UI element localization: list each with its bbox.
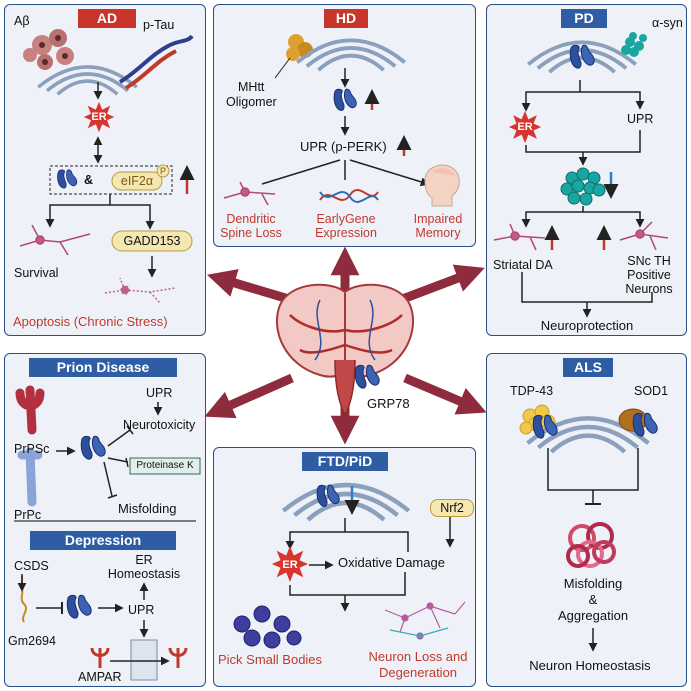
hd-dna-icon [319, 189, 379, 203]
pd-aggregate-icon [560, 167, 606, 206]
pd-asyn-label: α-syn [652, 16, 683, 30]
hd-dendrite-icon [223, 181, 276, 206]
grp78-label: GRP78 [367, 396, 410, 411]
depression-csds-label: CSDS [14, 559, 49, 573]
ftd-pick-bodies-icon [233, 605, 302, 649]
als-tdp43-label: TDP-43 [510, 384, 554, 398]
ad-grp78-icon [57, 169, 78, 189]
hd-dendritic-label: Dendritic [226, 212, 276, 226]
als-tag: ALS [563, 358, 613, 377]
ad-complex-box [49, 165, 173, 195]
ad-abeta-label: Aβ [14, 14, 30, 28]
prion-prpsc-label: PrPSc [14, 442, 50, 456]
pd-neuroprotection-label: Neuroprotection [540, 318, 634, 333]
depression-membrane [130, 639, 158, 681]
depression-gm2694-label: Gm2694 [8, 634, 56, 648]
hd-tag: HD [324, 9, 368, 28]
ftd-neuron-loss-line2: Degeneration [378, 665, 458, 680]
arrow-to-prion [204, 373, 294, 419]
ad-gadd153-label: GADD153 [123, 234, 181, 248]
depression-ampar-right-icon [168, 647, 188, 668]
ad-abeta-plaque-icon [23, 29, 74, 70]
als-ampersand: & [588, 592, 598, 607]
hd-grp78-icon [333, 88, 357, 111]
brain-image [275, 283, 415, 417]
prion-neurotoxicity-label: Neurotoxicity [123, 418, 196, 432]
prion-grp78-icon [80, 435, 106, 460]
prion-proteinase-box [129, 457, 201, 475]
als-homeostasis-label: Neuron Homeostasis [529, 658, 651, 673]
depression-ampar-label: AMPAR [78, 670, 122, 684]
ad-tag: AD [78, 9, 136, 28]
pd-striatal-label: Striatal DA [493, 258, 553, 272]
hd-head-icon [424, 164, 460, 207]
ad-apoptotic-neuron-icon [104, 277, 176, 304]
depression-tag: Depression [30, 531, 176, 550]
ftd-pick-label: Pick Small Bodies [218, 652, 323, 667]
als-grp78-right-icon [632, 412, 658, 437]
ad-er-label: ER [91, 111, 107, 123]
als-misfolding-label: Misfolding [563, 576, 623, 591]
hd-impaired-label: Impaired [413, 212, 463, 226]
hd-mhtt-oligomer-icon [274, 34, 313, 79]
hd-spine-label: Spine Loss [220, 226, 282, 240]
prion-depression-panel [4, 353, 206, 687]
hd-expression-label: Expression [315, 226, 377, 240]
als-sod1-label: SOD1 [634, 384, 669, 398]
ad-apoptosis-label: Apoptosis (Chronic Stress) [13, 314, 168, 329]
depression-upr-label: UPR [128, 603, 155, 617]
ad-gadd153-pill [111, 230, 193, 252]
hd-memory-label: Memory [415, 226, 461, 240]
ftd-neuron-loss-icon [384, 601, 466, 640]
arrow-to-pd [398, 264, 485, 305]
hd-upr-label: UPR (p-PERK) [300, 139, 387, 154]
depression-gm2694-strand [19, 576, 27, 623]
hd-earlygene-label: EarlyGene [316, 212, 376, 226]
ftd-neuron-loss-line1: Neuron Loss and [368, 649, 468, 664]
pd-upr-label: UPR [627, 112, 654, 126]
prion-prpsc-icon [15, 385, 45, 435]
pd-snc-line3: Neurons [625, 282, 673, 296]
depression-er-label: ER [135, 553, 153, 567]
prion-prpc-icon [17, 447, 43, 507]
hd-oligomer-label: Oligomer [226, 95, 277, 109]
pd-snc-line2: Positive [627, 268, 671, 282]
ftd-oxidative-label: Oxidative Damage [338, 555, 445, 570]
pd-snc-line1: SNc TH [627, 254, 671, 268]
ftd-er-label: ER [282, 559, 298, 571]
ad-ptau-label: p-Tau [143, 18, 175, 32]
prion-prpc-label: PrPc [14, 508, 42, 522]
ad-ampersand: & [84, 173, 94, 187]
prion-proteinase-label: Proteinase K [136, 460, 194, 471]
prion-tag: Prion Disease [29, 358, 177, 377]
arrow-to-als [403, 373, 487, 415]
depression-grp78-icon [66, 594, 92, 619]
depression-ampar-left-icon [90, 647, 110, 668]
depression-homeostasis-label: Homeostasis [107, 567, 181, 581]
prion-upr-label: UPR [146, 386, 173, 400]
arrow-to-ad [206, 269, 294, 305]
ad-phospho-label: P [159, 166, 166, 176]
prion-misfolding-label: Misfolding [118, 501, 177, 516]
als-aggregation-label: Aggregation [557, 608, 629, 623]
ftd-tag: FTD/PiD [302, 452, 388, 471]
pd-asyn-cluster-icon [621, 32, 647, 57]
als-panel [486, 353, 687, 687]
als-aggregate-icon [566, 522, 616, 568]
ad-eif2a-label: eIF2α [120, 174, 154, 188]
pd-neuron-left-icon [493, 223, 546, 251]
ad-survival-label: Survival [14, 266, 59, 280]
ad-survival-neuron-icon [19, 224, 91, 256]
pd-neuron-right-icon [619, 221, 669, 251]
pd-er-label: ER [517, 121, 533, 133]
ad-ptau-fibril-icon [118, 34, 194, 90]
hd-er-membrane [297, 40, 405, 70]
ftd-nrf2-label: Nrf2 [430, 499, 474, 517]
ftd-grp78-icon [316, 484, 340, 507]
pd-tag: PD [561, 9, 607, 28]
ftd-er-membrane [283, 485, 408, 520]
hd-mhtt-label: MHtt [238, 80, 265, 94]
